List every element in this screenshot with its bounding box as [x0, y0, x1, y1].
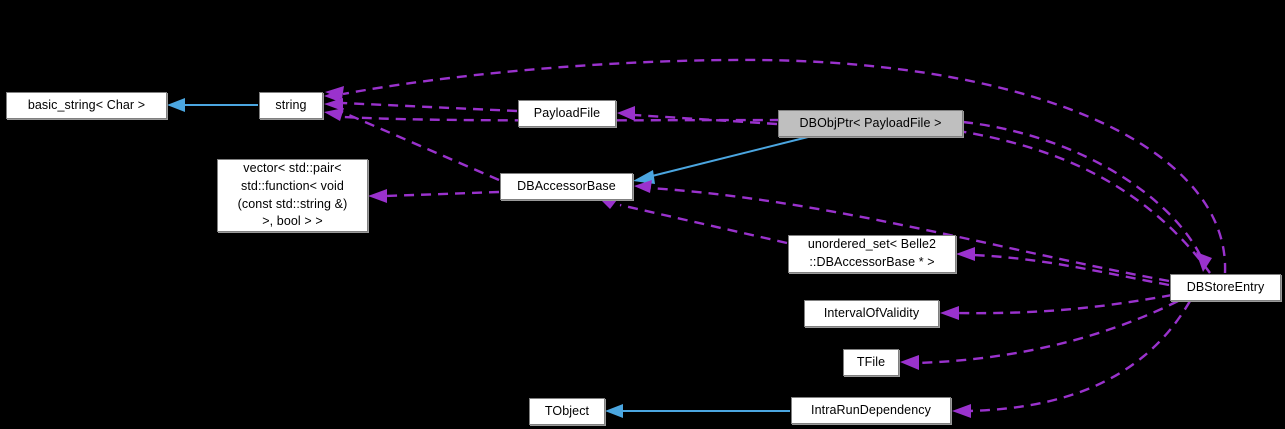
- class-node-unordered_set[interactable]: unordered_set< Belle2 ::DBAccessorBase *…: [788, 235, 956, 273]
- edge-dbaccessorbase-to-vector-pair: [385, 190, 500, 198]
- class-node-dbobjptr[interactable]: DBObjPtr< PayloadFile >: [778, 110, 963, 137]
- class-node-label: DBObjPtr< PayloadFile >: [799, 115, 942, 130]
- edge-intrarundependency-to-tobject: [605, 404, 790, 418]
- usage-edges: [341, 58, 1227, 413]
- class-node-string[interactable]: string: [259, 92, 323, 119]
- edge-dbstoreentry-to-interval-of-validity: [956, 293, 1173, 315]
- class-node-label: vector< std::pair< std::function< void (…: [237, 161, 348, 229]
- class-node-dbstoreentry[interactable]: DBStoreEntry: [1170, 274, 1281, 301]
- inheritance-edges: [167, 98, 809, 418]
- edge-dbaccessorbase-to-string: [341, 110, 500, 182]
- class-node-dbaccessorbase[interactable]: DBAccessorBase: [500, 173, 633, 200]
- class-node-payloadfile[interactable]: PayloadFile: [518, 100, 616, 127]
- class-node-vector_pair[interactable]: vector< std::pair< std::function< void (…: [217, 159, 368, 232]
- class-node-label: DBStoreEntry: [1186, 279, 1265, 294]
- edge-dbstoreentry-to-intrarundependency: [968, 300, 1192, 413]
- class-node-basic_string[interactable]: basic_string< Char >: [6, 92, 167, 119]
- edge-dbstoreentry-to-string-arc-2: [342, 115, 1211, 274]
- edge-dbobjptr-to-dbaccessorbase: [633, 136, 809, 184]
- class-node-label: DBAccessorBase: [517, 178, 616, 193]
- edge-unordered-set-to-dbaccessorbase: [619, 203, 788, 245]
- edge-string-to-basic-string: [167, 98, 258, 112]
- class-node-label: TFile: [856, 354, 886, 369]
- class-node-label: unordered_set< Belle2 ::DBAccessorBase *…: [807, 237, 937, 269]
- edge-payloadfile-to-string: [341, 101, 518, 113]
- usage-arrowheads: [324, 86, 1212, 418]
- class-node-label: IntervalOfValidity: [823, 305, 920, 320]
- class-node-iov[interactable]: IntervalOfValidity: [804, 300, 939, 327]
- class-node-tfile[interactable]: TFile: [843, 349, 899, 376]
- class-node-tobject[interactable]: TObject: [529, 398, 605, 425]
- class-node-label: TObject: [544, 403, 590, 418]
- edge-dbstoreentry-to-string-arc: [342, 58, 1227, 274]
- class-node-label: basic_string< Char >: [27, 97, 146, 112]
- class-node-label: PayloadFile: [533, 105, 601, 120]
- class-node-intrarundep[interactable]: IntraRunDependency: [791, 397, 951, 424]
- edge-dbstoreentry-to-unordered-set: [972, 253, 1170, 287]
- class-node-label: IntraRunDependency: [811, 402, 931, 417]
- class-node-label: string: [275, 97, 307, 112]
- edge-dbstoreentry-to-dbaccessorbase: [649, 186, 1170, 283]
